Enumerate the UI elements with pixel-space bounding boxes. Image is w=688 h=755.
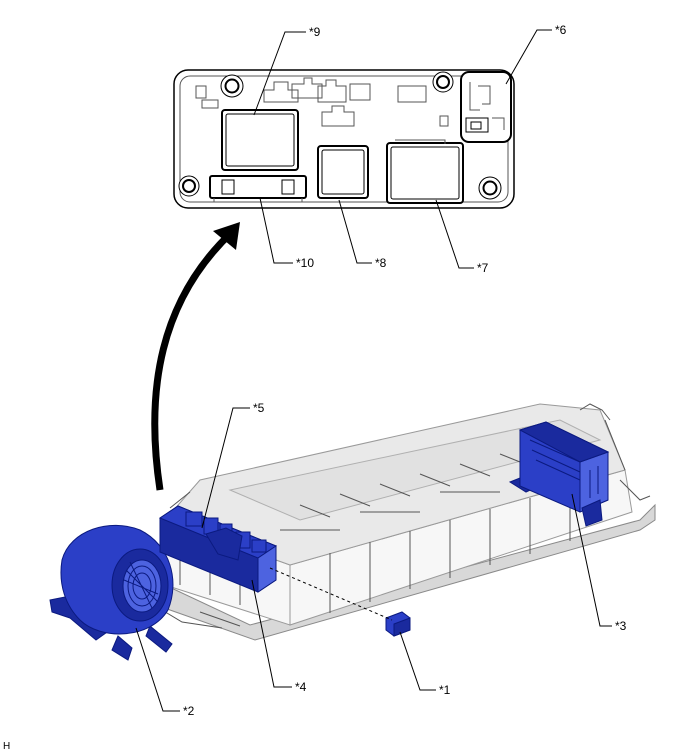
callout-6: *6	[555, 23, 567, 37]
detail-arrow	[151, 222, 240, 491]
callout-10: *10	[296, 256, 314, 270]
leader-lines	[135, 29, 612, 712]
relay-8	[317, 145, 369, 199]
connector-6	[460, 71, 512, 143]
callout-9: *9	[309, 25, 321, 39]
callout-2: *2	[183, 704, 195, 718]
callout-8: *8	[375, 256, 387, 270]
connector-10	[209, 175, 307, 199]
assembly-top-panel	[228, 419, 602, 521]
callout-5: *5	[253, 401, 265, 415]
figure-code: H	[3, 741, 10, 752]
callout-7: *7	[477, 261, 489, 275]
connector-row-top	[195, 77, 449, 127]
relay-9	[221, 109, 299, 171]
junction-block-4-5	[158, 505, 278, 593]
installation-dashed-line	[269, 567, 393, 621]
mounting-hole-bottom-left	[178, 175, 200, 197]
blower-fan-2	[49, 524, 174, 661]
sensor-1	[385, 611, 411, 637]
control-unit-3	[508, 421, 610, 527]
mounting-hole-bottom-right	[478, 176, 502, 200]
callout-4: *4	[295, 680, 307, 694]
mounting-hole-top-center	[432, 71, 454, 93]
junction-block-detail-view	[173, 69, 515, 209]
callout-1: *1	[439, 683, 451, 697]
relay-7	[386, 142, 464, 204]
mounting-hole-top-left	[220, 74, 244, 98]
assembly-base-tray	[149, 503, 656, 641]
callout-3: *3	[615, 619, 627, 633]
panel-ridges	[280, 453, 531, 531]
